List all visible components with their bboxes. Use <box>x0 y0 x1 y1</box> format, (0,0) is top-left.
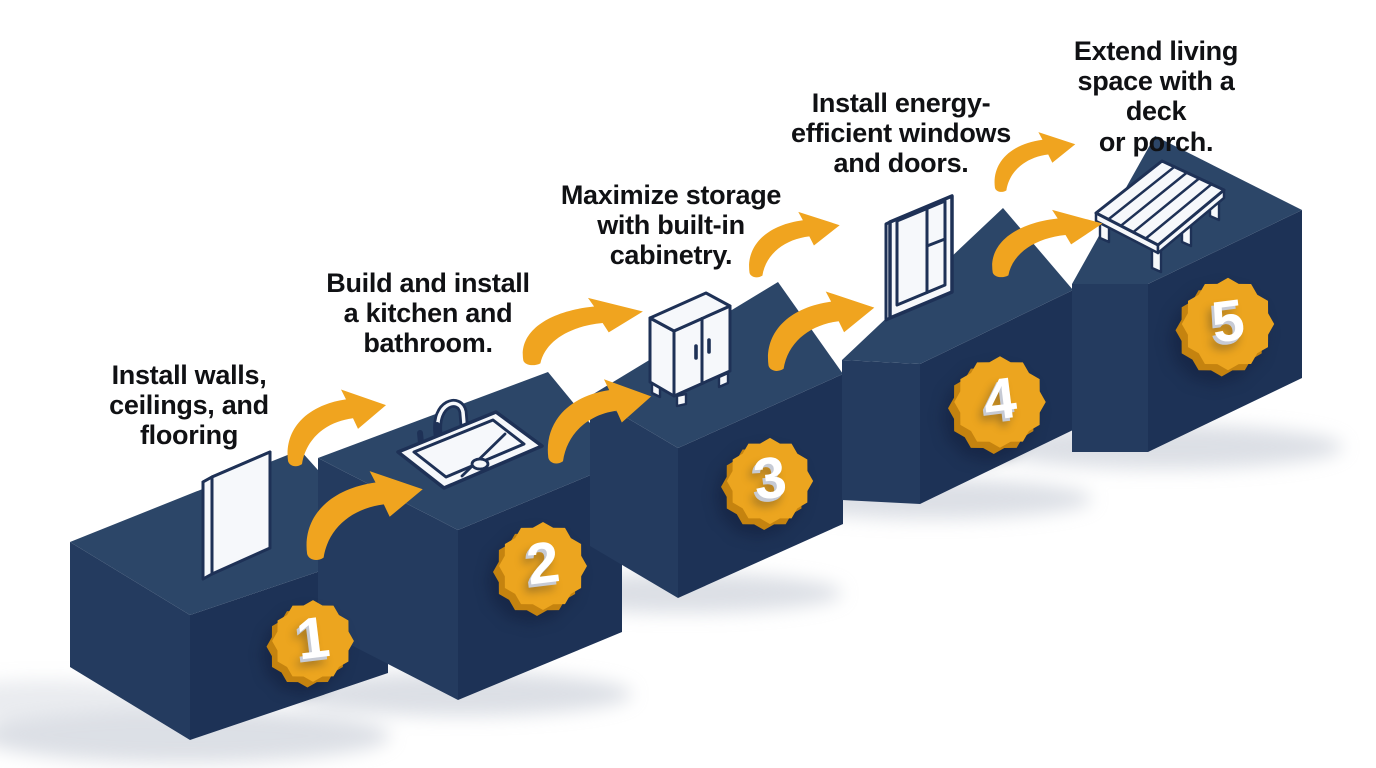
step-label-1: Install walls, ceilings, and flooring <box>109 360 269 451</box>
step-label-4: Install energy- efficient windows and do… <box>791 88 1011 179</box>
step-label-2: Build and install a kitchen and bathroom… <box>326 268 530 359</box>
window-icon <box>884 194 954 322</box>
step-label-5: Extend living space with a deck or porch… <box>1073 36 1239 157</box>
wall-panel-icon <box>201 450 272 581</box>
arrow-2-3-upper-icon <box>522 297 643 366</box>
box-left-face <box>590 396 678 598</box>
step-label-3: Maximize storage with built-in cabinetry… <box>560 180 782 271</box>
cabinet-icon <box>648 291 732 408</box>
step-box-5 <box>1072 136 1302 452</box>
box-left-face <box>842 360 920 504</box>
kitchen-sink-icon <box>396 399 544 490</box>
box-left-face <box>1072 284 1148 452</box>
deck-icon <box>1094 159 1226 274</box>
box-left-face <box>70 542 190 740</box>
